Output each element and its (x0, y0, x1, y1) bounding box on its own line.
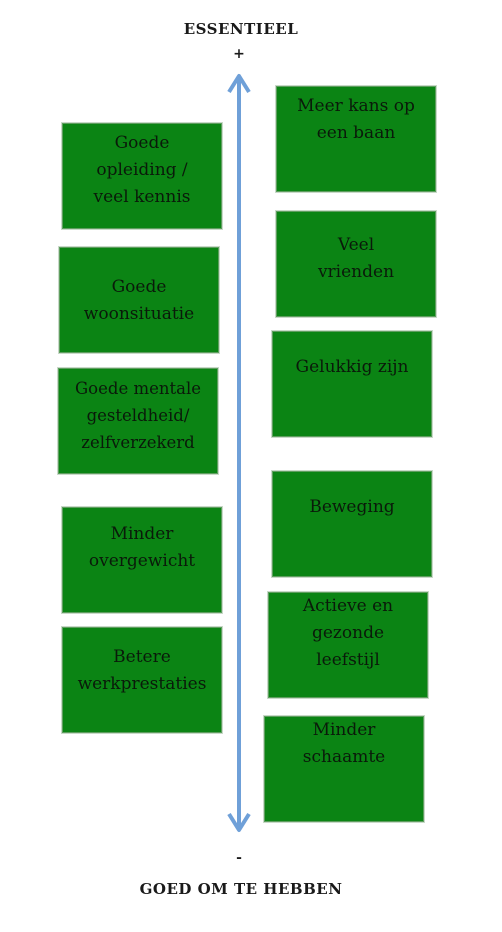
box-gelukkig-zijn: Gelukkig zijn (272, 331, 432, 437)
axis-arrowhead-down (227, 812, 251, 832)
box-veel-vrienden: Veel vrienden (276, 211, 436, 317)
axis-top-label: ESSENTIEEL (183, 20, 299, 38)
axis-bottom-label: GOED OM TE HEBBEN (139, 880, 343, 898)
box-betere-werkprestaties: Betere werkprestaties (62, 627, 222, 733)
box-goede-mentale-gesteldheid: Goede mentale gesteldheid/ zelfverzekerd (58, 368, 218, 474)
axis-minus-sign: - (236, 850, 242, 866)
axis-plus-sign: + (233, 46, 245, 62)
box-minder-overgewicht: Minder overgewicht (62, 507, 222, 613)
box-beweging: Beweging (272, 471, 432, 577)
axis-arrowhead-up (227, 74, 251, 94)
box-goede-opleiding: Goede opleiding / veel kennis (62, 123, 222, 229)
box-meer-kans-op-een-baan: Meer kans op een baan (276, 86, 436, 192)
box-minder-schaamte: Minder schaamte (264, 716, 424, 822)
box-goede-woonsituatie: Goede woonsituatie (59, 247, 219, 353)
box-actieve-en-gezonde-leefstijl: Actieve en gezonde leefstijl (268, 592, 428, 698)
